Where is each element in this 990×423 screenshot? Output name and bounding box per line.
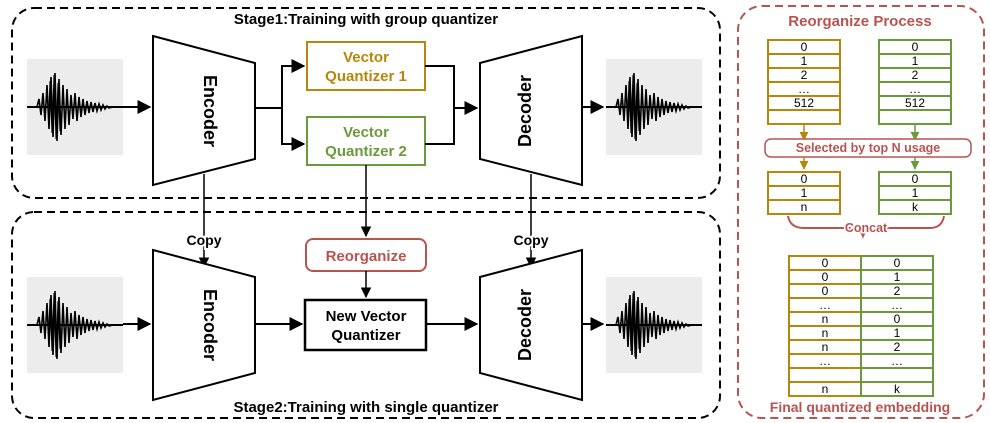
final-right-cell: 1	[894, 270, 901, 284]
vq1-line2: Quantizer 1	[325, 68, 407, 85]
final-right-cell: …	[891, 298, 903, 312]
concat-brace	[787, 215, 945, 239]
selected-a-cell: n	[801, 200, 808, 214]
final-left-cell: n	[822, 326, 829, 340]
vq1-line1: Vector	[343, 49, 389, 66]
final-left-cell: n	[822, 312, 829, 326]
reorganize-panel	[737, 5, 985, 419]
codebook-a-cell: 0	[801, 40, 808, 54]
selected-codebook-b: 0 1 k	[878, 171, 952, 215]
new-vector-quantizer	[303, 298, 428, 352]
stage1-title: Stage1:Training with group quantizer	[234, 11, 498, 28]
codebook-b-cell: 512	[905, 96, 925, 110]
new-vq-line1: New Vector	[326, 308, 407, 325]
copy-label-encoder: Copy	[187, 232, 222, 248]
encoder-label-stage1: Encoder	[200, 75, 220, 147]
encoder-label-stage2: Encoder	[200, 289, 220, 361]
encoder-block-stage1	[152, 34, 256, 187]
vector-quantizer-1	[306, 41, 426, 91]
final-right-cell: 2	[894, 284, 901, 298]
final-right-cell: k	[894, 382, 901, 396]
output-waveform-stage1	[605, 58, 703, 156]
decoder-block-stage2	[479, 248, 583, 402]
reorganize-label: Reorganize	[326, 248, 407, 265]
input-waveform-stage2	[26, 276, 124, 374]
codebook-b-cell: 1	[912, 54, 919, 68]
final-left-cell: 0	[822, 256, 829, 270]
stage2-title: Stage2:Training with single quantizer	[233, 399, 498, 416]
decoder-block-stage1	[479, 34, 583, 187]
final-embedding-right: 0 1 2 … 0 1 2 … k	[860, 255, 934, 397]
final-left-cell: 0	[822, 284, 829, 298]
final-right-cell: 2	[894, 340, 901, 354]
new-vq-line2: Quantizer	[331, 327, 400, 344]
selected-a-cell: 0	[801, 172, 808, 186]
final-right-cell: 0	[894, 256, 901, 270]
encoder-block-stage2	[152, 248, 256, 402]
final-right-cell: 1	[894, 326, 901, 340]
final-embedding-caption: Final quantized embedding	[770, 399, 950, 415]
codebook-a-cell: 512	[794, 96, 814, 110]
codebook-b-cell: 2	[912, 68, 919, 82]
codebook-a-cell: 1	[801, 54, 808, 68]
selected-codebook-a: 0 1 n	[767, 171, 841, 215]
copy-label-decoder: Copy	[514, 232, 549, 248]
decoder-label-stage1: Decoder	[515, 75, 535, 147]
output-waveform-stage2	[605, 276, 703, 374]
selected-b-cell: 1	[912, 186, 919, 200]
selected-b-cell: k	[912, 200, 919, 214]
final-left-cell: n	[822, 382, 829, 396]
decoder-label-stage2: Decoder	[515, 289, 535, 361]
codebook-a-cell: …	[798, 82, 810, 96]
final-right-cell: 0	[894, 312, 901, 326]
final-left-cell: 0	[822, 270, 829, 284]
codebook-b: 0 1 2 … 512	[878, 39, 952, 125]
final-left-cell: n	[822, 340, 829, 354]
codebook-b-cell: …	[909, 82, 921, 96]
final-embedding-left: 0 0 0 … n n n … n	[788, 255, 862, 397]
selected-b-cell: 0	[912, 172, 919, 186]
reorganize-panel-title: Reorganize Process	[788, 13, 931, 30]
codebook-a-cell: 2	[801, 68, 808, 82]
vq2-line1: Vector	[343, 124, 389, 141]
concat-label: Concat	[845, 221, 888, 235]
input-waveform-stage1	[26, 58, 124, 156]
selected-a-cell: 1	[801, 186, 808, 200]
final-left-cell: …	[819, 298, 831, 312]
codebook-b-cell: 0	[912, 40, 919, 54]
selection-box	[764, 138, 972, 158]
final-right-cell: …	[891, 354, 903, 368]
vq2-line2: Quantizer 2	[325, 143, 407, 160]
codebook-a: 0 1 2 … 512	[767, 39, 841, 125]
selection-label: Selected by top N usage	[796, 141, 941, 155]
final-left-cell: …	[819, 354, 831, 368]
